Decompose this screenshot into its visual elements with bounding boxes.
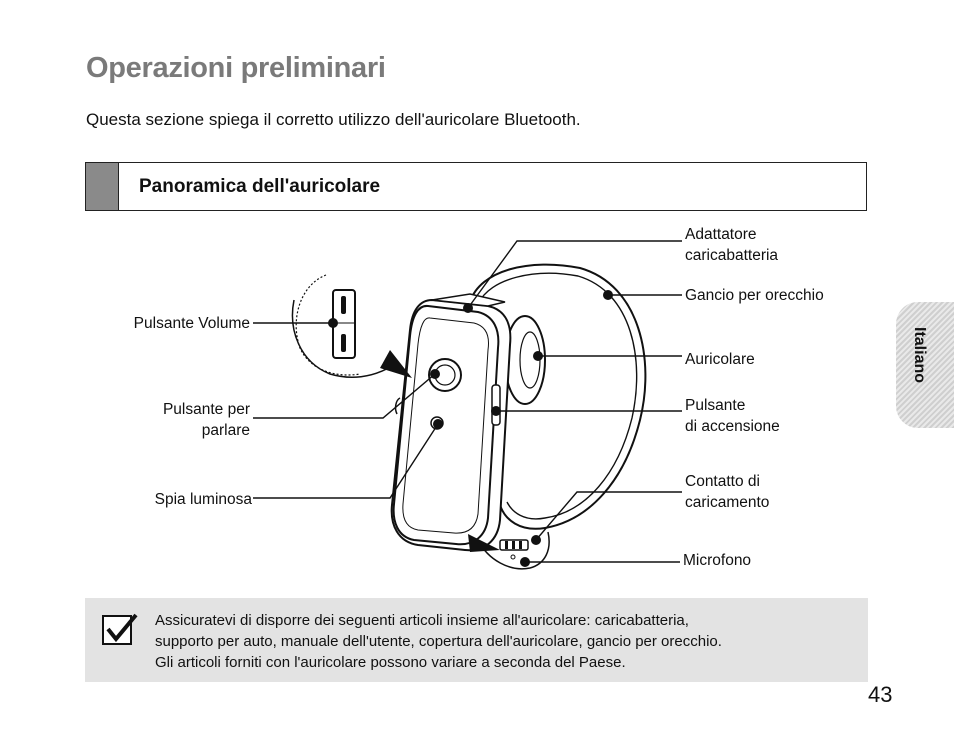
label-power-button: Pulsante di accensione [685, 397, 780, 435]
language-tab: Italiano [896, 302, 954, 428]
label-microphone: Microfono [683, 552, 752, 569]
label-led: Spia luminosa [154, 491, 252, 508]
checkbox-check-icon [102, 613, 138, 645]
language-tab-label: Italiano [911, 327, 928, 384]
label-volume-button: Pulsante Volume [133, 315, 250, 332]
microphone-zoom-callout [477, 531, 550, 570]
label-talk-button: Pulsante per parlare [162, 401, 250, 439]
ear-hook-illustration [469, 263, 647, 530]
label-earbud: Auricolare [685, 351, 755, 368]
intro-text: Questa sezione spiega il corretto utiliz… [86, 110, 581, 129]
page-number: 43 [868, 682, 893, 707]
power-button-illustration [491, 384, 501, 426]
label-charging-contact: Contatto di caricamento [685, 473, 770, 511]
section-header-bar [86, 163, 119, 210]
note-box: Assicuratevi di disporre dei seguenti ar… [85, 598, 868, 682]
page-title: Operazioni preliminari [86, 52, 386, 84]
volume-zoom-callout [291, 299, 393, 379]
label-ear-hook: Gancio per orecchio [685, 287, 824, 304]
note-text: Assicuratevi di disporre dei seguenti ar… [155, 612, 722, 671]
section-title: Panoramica dell'auricolare [139, 176, 381, 197]
label-charger-adapter: Adattatore caricabatteria [685, 226, 779, 264]
section-header: Panoramica dell'auricolare [85, 162, 867, 211]
headset-body-illustration [392, 304, 500, 546]
